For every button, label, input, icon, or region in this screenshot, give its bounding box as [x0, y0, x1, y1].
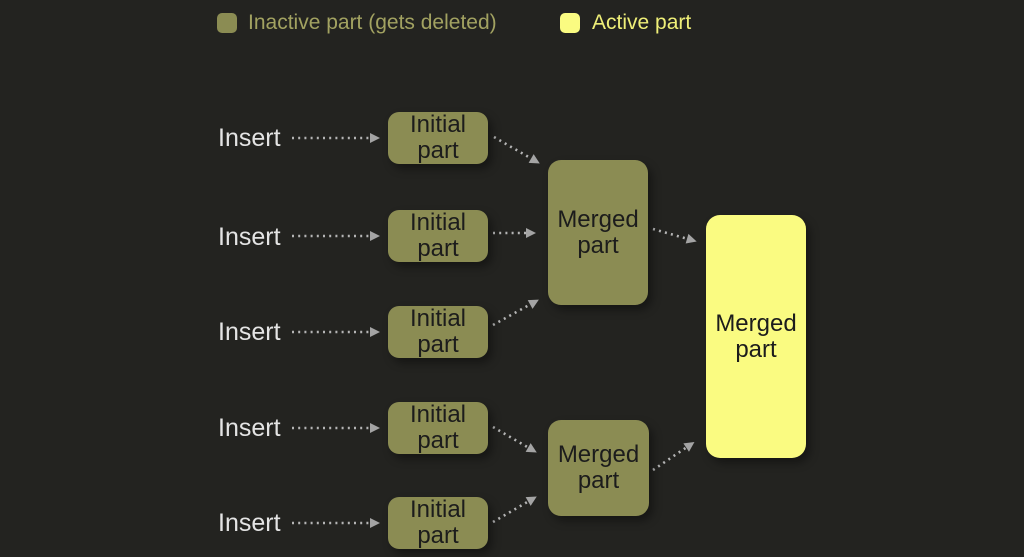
insert-label-4: Insert — [218, 414, 281, 442]
merged-part-box-top: Merged part — [548, 160, 648, 305]
arrow-initial3-to-merged-top — [492, 299, 539, 327]
active-part-swatch-icon — [560, 13, 580, 33]
legend-active-label: Active part — [592, 11, 692, 34]
arrow-merged-bottom-to-final — [652, 441, 695, 472]
merged-part-box-bottom: Merged part — [548, 420, 649, 516]
legend-inactive-label: Inactive part (gets deleted) — [248, 11, 497, 34]
initial-part-box-3: Initial part — [388, 306, 488, 358]
arrow-merged-top-to-final — [652, 227, 697, 244]
initial-part-box-4: Initial part — [388, 402, 488, 454]
insert-label-1: Insert — [218, 124, 281, 152]
arrow-initial4-to-merged-bottom — [492, 425, 537, 453]
insert-label-3: Insert — [218, 318, 281, 346]
merged-part-box-final: Merged part — [706, 215, 806, 458]
inactive-part-swatch-icon — [217, 13, 237, 33]
legend: Inactive part (gets deleted) Active part — [0, 0, 1024, 46]
insert-label-5: Insert — [218, 509, 281, 537]
initial-part-box-5: Initial part — [388, 497, 488, 549]
initial-part-box-1: Initial part — [388, 112, 488, 164]
arrow-initial1-to-merged-top — [493, 135, 540, 164]
arrow-initial5-to-merged-bottom — [492, 496, 537, 524]
initial-part-box-2: Initial part — [388, 210, 488, 262]
insert-label-2: Insert — [218, 223, 281, 251]
